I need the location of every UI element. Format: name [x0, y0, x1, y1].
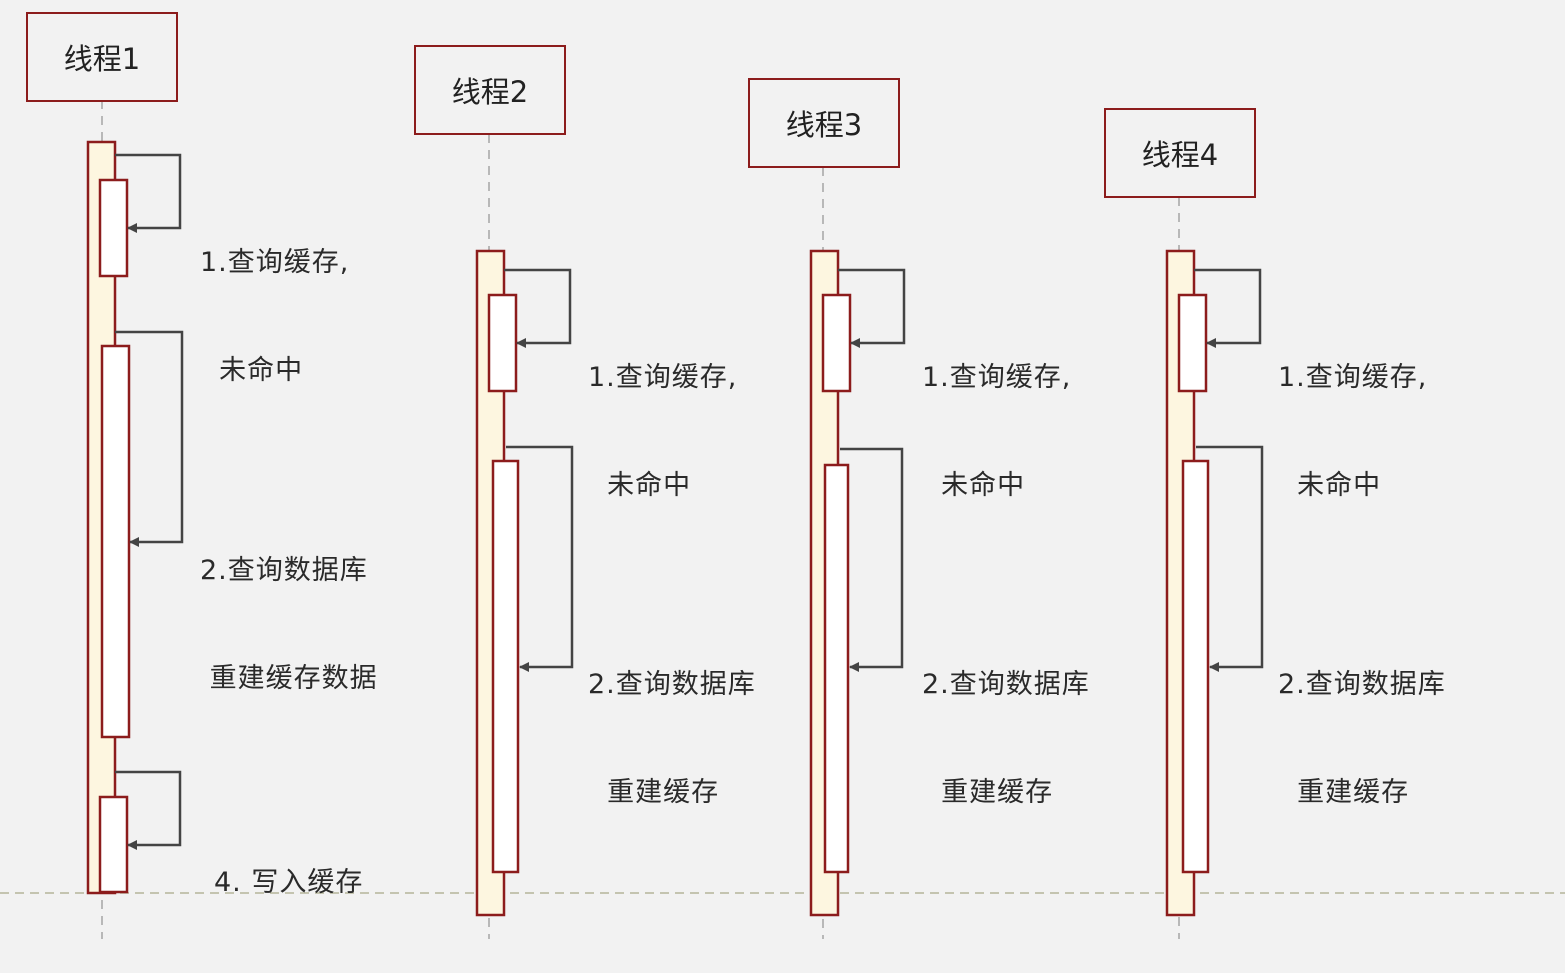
participant-thread-3: 线程3 — [748, 78, 900, 168]
message-label: 1.查询缓存, 未命中 — [1278, 288, 1427, 576]
participant-label: 线程3 — [785, 108, 863, 142]
message-line: 2.查询数据库 — [1278, 669, 1446, 700]
message-line: 1.查询缓存, — [1278, 362, 1428, 393]
message-label: 1.查询缓存, 未命中 — [200, 173, 349, 461]
activation-box — [491, 459, 520, 874]
activation-box — [1181, 459, 1210, 874]
message-line: 1.查询缓存, — [588, 362, 738, 393]
participant-thread-2: 线程2 — [414, 45, 566, 135]
activation-box — [100, 344, 131, 739]
message-line: 未命中 — [588, 470, 692, 501]
self-call-arrow — [115, 770, 182, 850]
participant-label: 线程2 — [451, 75, 529, 109]
self-call-arrow — [840, 447, 904, 672]
self-call-arrow — [506, 445, 574, 672]
sequence-diagram: 线程1 线程2 线程3 线程4 1.查询缓存, 未命中 2.查询数据库 重建缓存… — [0, 12, 1565, 939]
message-label: 4. 写入缓存 — [214, 793, 363, 973]
message-line: 2.查询数据库 — [588, 669, 756, 700]
self-call-arrow — [1196, 445, 1264, 672]
participant-thread-4: 线程4 — [1104, 108, 1256, 198]
participant-thread-1: 线程1 — [26, 12, 178, 102]
message-line: 未命中 — [200, 355, 304, 386]
self-call-arrow — [115, 153, 182, 233]
message-line: 1.查询缓存, — [200, 247, 350, 278]
self-call-arrow — [115, 330, 184, 547]
diagram-canvas — [0, 100, 1565, 939]
self-call-arrow — [504, 268, 572, 348]
activation-box — [1177, 293, 1208, 393]
message-label: 2.查询数据库 重建缓存数据 — [200, 481, 378, 769]
self-call-arrow — [1194, 268, 1262, 348]
message-line: 2.查询数据库 — [922, 669, 1090, 700]
activation-box — [823, 463, 850, 874]
message-line: 重建缓存 — [922, 777, 1054, 808]
message-label: 2.查询数据库 重建缓存 — [922, 595, 1090, 883]
message-line: 重建缓存数据 — [200, 663, 378, 694]
message-line: 2.查询数据库 — [200, 555, 368, 586]
participant-label: 线程1 — [63, 42, 141, 76]
message-line: 未命中 — [922, 470, 1026, 501]
message-line: 重建缓存 — [1278, 777, 1410, 808]
message-label: 2.查询数据库 重建缓存 — [1278, 595, 1446, 883]
message-line: 未命中 — [1278, 470, 1382, 501]
self-call-arrow — [838, 268, 906, 348]
message-line: 1.查询缓存, — [922, 362, 1072, 393]
message-label: 2.查询数据库 重建缓存 — [588, 595, 756, 883]
message-label: 1.查询缓存, 未命中 — [922, 288, 1071, 576]
activation-box — [98, 178, 129, 278]
activation-box — [821, 293, 852, 393]
message-line: 4. 写入缓存 — [214, 867, 364, 898]
activation-box — [487, 293, 518, 393]
participant-label: 线程4 — [1141, 138, 1219, 172]
activation-box — [98, 795, 129, 894]
message-line: 重建缓存 — [588, 777, 720, 808]
message-label: 1.查询缓存, 未命中 — [588, 288, 737, 576]
